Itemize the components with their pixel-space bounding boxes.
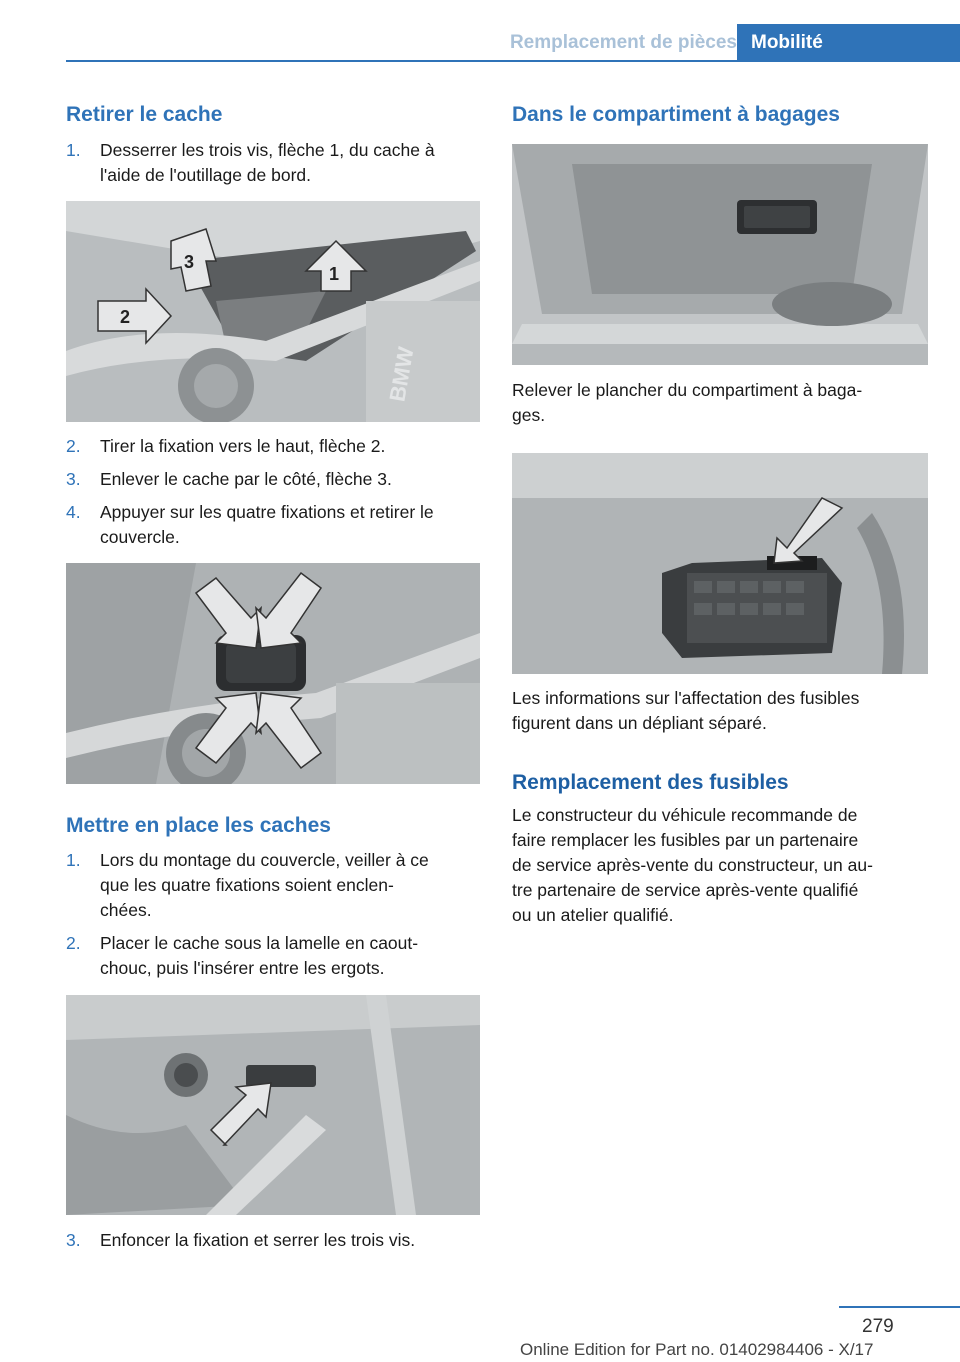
step-item: 3. Enlever le cache par le côté, flèche … xyxy=(66,467,486,492)
step-line: Lors du montage du couvercle, veiller à … xyxy=(100,850,429,870)
step-line: Placer le cache sous la lamelle en caout… xyxy=(100,933,419,953)
step-number: 2. xyxy=(66,436,81,456)
arrow-label-2: 2 xyxy=(120,307,130,327)
para-line: figurent dans un dépliant séparé. xyxy=(512,713,767,733)
step-text: Desserrer les trois vis, flèche 1, du ca… xyxy=(100,138,435,188)
step-number: 3. xyxy=(66,469,81,489)
arrow-label-1: 1 xyxy=(329,264,339,284)
figure-fuse-box xyxy=(512,453,928,674)
figure-rubber-lamella xyxy=(66,995,480,1215)
figure-engine-cover-arrows: BMW 1 2 3 xyxy=(66,201,480,422)
para-line: Les informations sur l'affectation des f… xyxy=(512,688,860,708)
step-text: Lors du montage du couvercle, veiller à … xyxy=(100,848,429,923)
step-line: chouc, puis l'insérer entre les ergots. xyxy=(100,958,385,978)
para-line: faire remplacer les fusibles par un part… xyxy=(512,830,859,850)
running-header-chapter: Mobilité xyxy=(737,24,960,62)
step-number: 1. xyxy=(66,140,81,160)
step-line: que les quatre fixations soient enclen- xyxy=(100,875,394,895)
step-line: Enlever le cache par le côté, flèche 3. xyxy=(100,469,392,489)
para-line: Relever le plancher du compartiment à ba… xyxy=(512,380,863,400)
heading-compartiment-bagages: Dans le compartiment à bagages xyxy=(512,103,840,126)
heading-remplacement-fusibles: Remplacement des fusibles xyxy=(512,771,789,794)
step-item: 1. Desserrer les trois vis, flèche 1, du… xyxy=(66,138,486,188)
para-line: Le constructeur du véhicule recommande d… xyxy=(512,805,858,825)
step-line: couvercle. xyxy=(100,527,180,547)
step-number: 3. xyxy=(66,1230,81,1250)
step-item: 1. Lors du montage du couvercle, veiller… xyxy=(66,848,486,923)
paragraph-raise-floor: Relever le plancher du compartiment à ba… xyxy=(512,378,932,428)
step-line: chées. xyxy=(100,900,152,920)
step-number: 2. xyxy=(66,933,81,953)
step-line: Appuyer sur les quatre fixations et reti… xyxy=(100,502,434,522)
figure-four-fixations xyxy=(66,563,480,784)
step-item: 4. Appuyer sur les quatre fixations et r… xyxy=(66,500,486,550)
step-text: Enfoncer la fixation et serrer les trois… xyxy=(100,1228,415,1253)
step-text: Enlever le cache par le côté, flèche 3. xyxy=(100,467,392,492)
step-item: 2. Tirer la fixation vers le haut, flèch… xyxy=(66,434,486,459)
page-number: 279 xyxy=(862,1316,894,1337)
footer-edition: Online Edition for Part no. 01402984406 … xyxy=(520,1340,874,1359)
heading-retirer-le-cache: Retirer le cache xyxy=(66,103,223,126)
step-item: 2. Placer le cache sous la lamelle en ca… xyxy=(66,931,486,981)
footer-rule xyxy=(839,1306,960,1308)
para-line: ou un atelier qualifié. xyxy=(512,905,674,925)
heading-mettre-en-place: Mettre en place les caches xyxy=(66,814,331,837)
step-line: Desserrer les trois vis, flèche 1, du ca… xyxy=(100,140,435,160)
para-line: de service après-vente du constructeur, … xyxy=(512,855,873,875)
step-line: Enfoncer la fixation et serrer les trois… xyxy=(100,1230,416,1250)
paragraph-recommendation: Le constructeur du véhicule recommande d… xyxy=(512,803,932,928)
step-text: Appuyer sur les quatre fixations et reti… xyxy=(100,500,434,550)
header-rule xyxy=(66,60,960,62)
arrow-label-3: 3 xyxy=(184,252,194,272)
paragraph-fuse-info: Les informations sur l'affectation des f… xyxy=(512,686,932,736)
step-line: Tirer la fixation vers le haut, flèche 2… xyxy=(100,436,386,456)
step-number: 1. xyxy=(66,850,81,870)
para-line: tre partenaire de service après-vente qu… xyxy=(512,880,859,900)
step-line: l'aide de l'outillage de bord. xyxy=(100,165,311,185)
step-text: Placer le cache sous la lamelle en caout… xyxy=(100,931,418,981)
step-item: 3. Enfoncer la fixation et serrer les tr… xyxy=(66,1228,486,1253)
running-header-section: Remplacement de pièces xyxy=(509,32,737,53)
step-number: 4. xyxy=(66,502,81,522)
para-line: ges. xyxy=(512,405,546,425)
step-text: Tirer la fixation vers le haut, flèche 2… xyxy=(100,434,385,459)
figure-luggage-compartment xyxy=(512,144,928,365)
